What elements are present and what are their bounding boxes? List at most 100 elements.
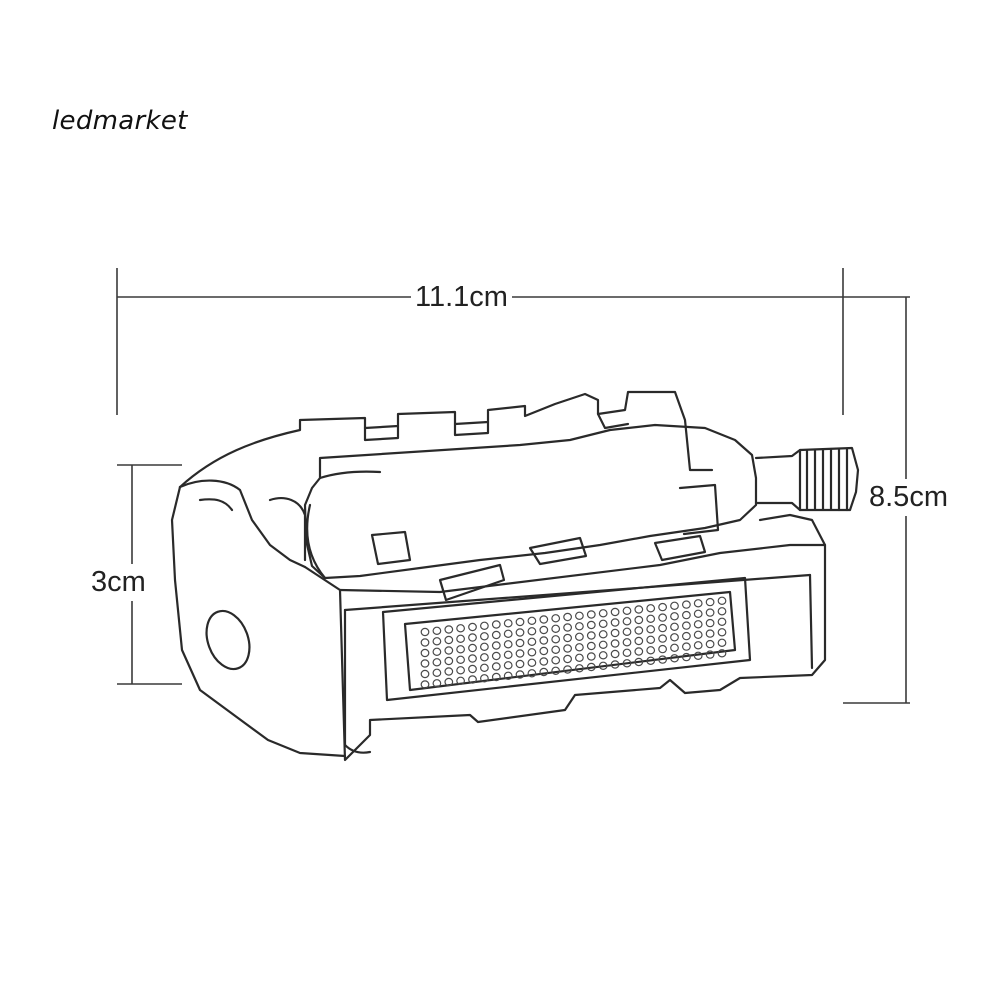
reflector-stud [693,620,703,629]
reflector-stud [717,596,727,606]
reflector-stud [563,633,572,643]
reflector-stud [705,629,715,638]
reflector-stud [670,643,679,653]
reflector-stud [480,632,489,641]
reflector-stud [693,630,703,640]
reflector-stud [432,626,442,636]
reflector-stud [503,629,513,639]
reflector-stud [622,659,632,668]
reflector-stud [420,680,430,689]
reflector-stud [468,633,477,642]
reflector-stud [480,653,489,662]
reflector-stud [575,632,584,642]
reflector-stud [480,621,489,631]
reflector-stud [598,609,608,618]
reflector-stud [444,656,454,666]
reflector-stud [705,639,715,649]
reflector-stud [539,625,549,635]
dimension-lines [116,268,910,704]
reflector-stud [551,614,561,623]
pedal-left-wall [170,479,347,758]
reflector-stud [468,654,477,663]
reflector-stud [527,616,537,626]
reflector-stud [693,599,703,608]
reflector-stud [622,648,632,658]
reflector-stud [575,643,584,652]
reflector-stud [598,619,608,629]
reflector-stud [444,667,454,676]
reflector-stud [551,666,561,676]
reflector-stud [491,630,501,640]
reflector-stud [503,640,513,649]
reflector-stud [634,615,644,625]
reflector-stud [515,617,525,627]
reflector-stud [682,631,691,641]
reflector-stud [551,624,561,634]
reflector-stud [515,659,525,669]
reflector-stud [658,644,667,654]
side-window [205,609,251,671]
reflector-stud [468,675,477,684]
reflector-stud [646,635,656,645]
reflector-stud [515,670,525,679]
reflector-stud [480,663,489,673]
reflector-stud [456,624,466,633]
reflector-stud [539,667,549,677]
reflector-stud [444,635,454,645]
reflector-stud [432,658,442,667]
reflector-stud [456,645,466,654]
reflector-stud [444,646,454,655]
reflector-stud [622,617,632,626]
reflector-stud [563,654,572,664]
reflector-stud [610,628,620,638]
reflector-stud [491,641,501,650]
reflector-stud [586,641,596,651]
reflector-stud [420,669,430,679]
reflector-stud [527,669,537,678]
reflector-stud [622,606,632,616]
reflector-stud [634,657,644,667]
reflector-stud [432,679,442,688]
reflector-stud [610,649,620,659]
reflector-stud [682,642,691,651]
reflector-stud [682,652,691,662]
reflector-stud [539,636,549,645]
reflector-stud [717,607,727,616]
reflector-stud [682,600,691,609]
reflector-stud [456,666,466,675]
reflector-stud [527,627,537,636]
reflector-stud [586,662,596,672]
reflector-stud [420,659,430,668]
reflector-stud [432,637,442,646]
reflector-stud [717,628,727,637]
reflector-stud [670,622,679,632]
reflector [381,576,752,702]
reflector-stud [598,630,608,639]
reflector-stud [586,610,596,619]
reflector-stud [491,651,501,661]
reflector-stud [420,638,430,647]
pedal-axle-body [303,423,860,580]
reflector-stud [503,619,513,628]
reflector-stud [575,653,584,663]
reflector-stud [634,647,644,656]
reflector-stud [539,615,549,624]
reflector-stud [503,650,513,660]
reflector-stud [705,650,715,659]
depth-dimension-label: 8.5cm [869,479,948,516]
height-dimension-label: 3cm [91,564,146,601]
pedal-cross-tabs [370,483,720,602]
reflector-stud [622,627,632,637]
reflector-stud [682,621,691,630]
reflector-stud [717,617,727,627]
reflector-stud [586,620,596,630]
reflector-stud [575,622,584,631]
reflector-studs [420,596,727,689]
reflector-stud [658,634,667,643]
reflector-stud [610,618,620,627]
reflector-stud [468,643,477,653]
reflector-stud [646,604,656,613]
reflector-stud [551,656,561,665]
reflector-stud [515,628,525,637]
